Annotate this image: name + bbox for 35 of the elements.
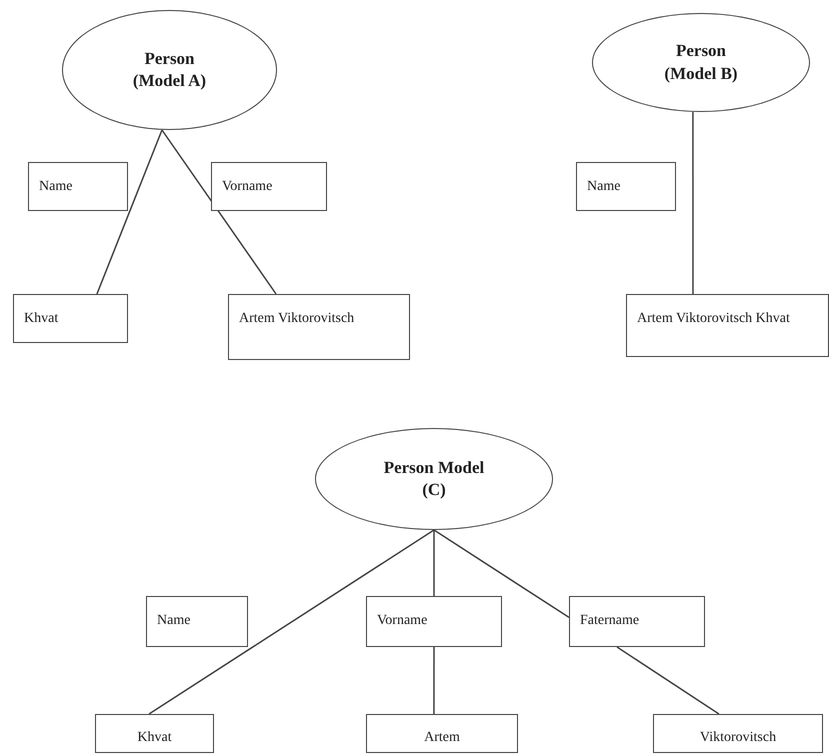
connector-line [692,112,694,294]
attribute-label: Khvat [24,310,58,328]
attribute-box [211,162,327,211]
attribute-box [576,162,676,211]
attribute-box [653,714,823,753]
entity-label: Person (Model B) [663,40,739,84]
attribute-label: Fatername [580,612,640,630]
attribute-box [626,294,829,357]
attribute-label: Vorname [377,612,428,630]
attribute-label: Khvat [137,729,172,747]
connector-line [96,130,163,294]
attribute-label: Vorname [222,178,272,196]
attribute-box [366,596,502,647]
attribute-label: Name [587,178,620,196]
connector-line [148,529,434,715]
attribute-label: Viktorovitsch [700,729,776,747]
entity-label: Person (Model A) [132,48,208,92]
connector-line [433,647,435,714]
attribute-box [13,294,128,343]
connector-line [161,130,277,294]
attribute-label: Artem [424,729,460,747]
attribute-label: Name [39,178,72,196]
attribute-box [95,714,214,753]
attribute-label: Artem Viktorovitsch Khvat [637,310,790,328]
attribute-box [366,714,518,753]
entity-label: Person Model (C) [382,456,486,501]
attribute-box [228,294,410,360]
attribute-box [146,596,248,647]
attribute-box [569,596,705,647]
connector-line [616,646,720,715]
attribute-label: Name [157,612,190,630]
attribute-box [28,162,128,211]
connector-line [434,529,570,618]
attribute-label: Artem Viktorovitsch [239,310,354,328]
connector-line [433,530,435,596]
